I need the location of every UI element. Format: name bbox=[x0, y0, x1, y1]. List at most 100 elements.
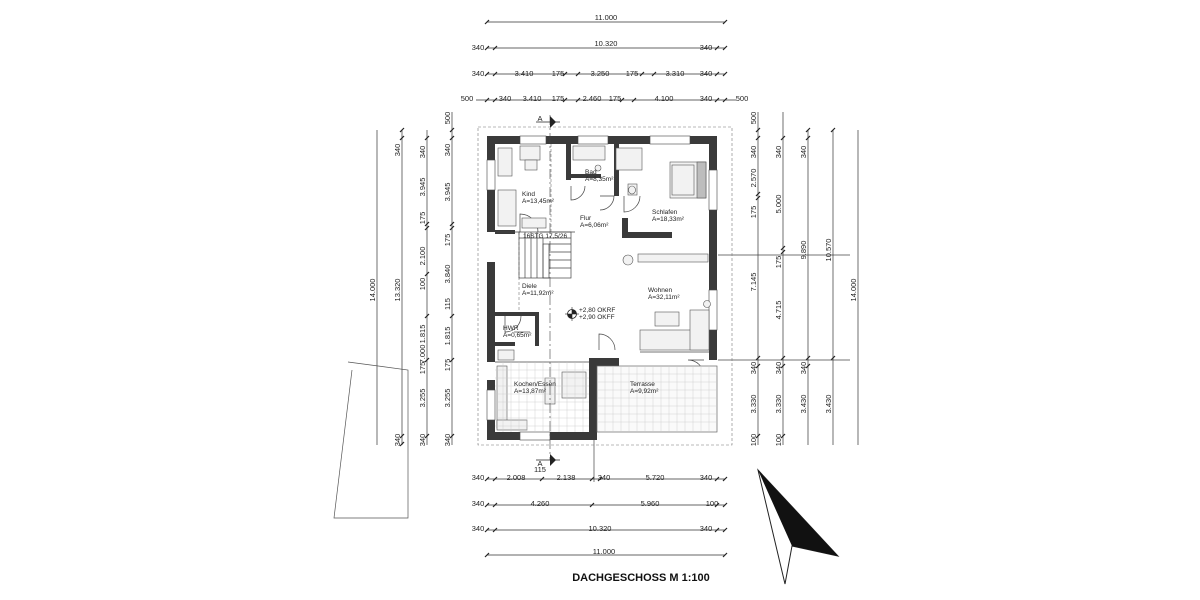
svg-text:2.570: 2.570 bbox=[749, 169, 758, 188]
svg-text:175: 175 bbox=[443, 234, 452, 247]
room-name-hwr: HWR bbox=[503, 325, 519, 332]
svg-text:5.960: 5.960 bbox=[641, 499, 660, 508]
svg-text:175: 175 bbox=[443, 359, 452, 372]
room-area-hwr: A=0,65m² bbox=[503, 332, 532, 339]
section-marker-bottom: A bbox=[537, 459, 542, 468]
dimension-chains-right: 500 340 2.570 175 7.145 340 3.330 100 34… bbox=[699, 112, 859, 447]
svg-text:340: 340 bbox=[799, 362, 808, 375]
room-area-kochen-essen: A=13,87m² bbox=[514, 388, 547, 395]
furniture bbox=[496, 145, 711, 431]
svg-text:1.815: 1.815 bbox=[418, 325, 427, 344]
svg-text:14.000: 14.000 bbox=[849, 279, 858, 302]
room-name-schlafen: Schlafen bbox=[652, 209, 678, 216]
svg-text:14.000: 14.000 bbox=[368, 279, 377, 302]
svg-text:175: 175 bbox=[749, 206, 758, 219]
room-name-diele: Diele bbox=[522, 283, 537, 290]
svg-text:3.945: 3.945 bbox=[443, 183, 452, 202]
svg-text:3.430: 3.430 bbox=[799, 395, 808, 414]
site-outline bbox=[333, 361, 409, 519]
svg-text:340: 340 bbox=[472, 43, 485, 52]
svg-text:10.320: 10.320 bbox=[589, 524, 612, 533]
svg-text:340: 340 bbox=[700, 69, 713, 78]
dim-top-11000: 11.000 bbox=[595, 13, 617, 22]
roof-overhang-outline bbox=[477, 126, 733, 446]
svg-text:5.720: 5.720 bbox=[646, 473, 665, 482]
svg-text:340: 340 bbox=[393, 144, 402, 157]
svg-text:3.840: 3.840 bbox=[443, 265, 452, 284]
svg-text:340: 340 bbox=[774, 146, 783, 159]
room-area-terrasse: A=9,92m² bbox=[630, 388, 659, 395]
svg-text:340: 340 bbox=[700, 94, 713, 103]
room-area-bad: A=8,35m² bbox=[585, 176, 614, 183]
svg-text:175: 175 bbox=[626, 69, 639, 78]
windows bbox=[486, 135, 718, 441]
svg-text:3.410: 3.410 bbox=[515, 69, 534, 78]
svg-text:115: 115 bbox=[443, 298, 452, 310]
room-area-kind: A=13,45m² bbox=[522, 198, 555, 205]
svg-text:1.815: 1.815 bbox=[443, 327, 452, 346]
svg-text:340: 340 bbox=[499, 94, 512, 103]
staircase: 16STG 17,5/26 bbox=[518, 231, 572, 279]
svg-text:2.460: 2.460 bbox=[583, 94, 602, 103]
svg-text:3.255: 3.255 bbox=[418, 389, 427, 408]
svg-text:4.715: 4.715 bbox=[774, 301, 783, 320]
svg-text:3.945: 3.945 bbox=[418, 178, 427, 197]
svg-text:4.260: 4.260 bbox=[531, 499, 550, 508]
svg-text:500: 500 bbox=[736, 94, 749, 103]
kitchen-tiles bbox=[495, 362, 589, 432]
svg-text:175: 175 bbox=[418, 212, 427, 225]
doors bbox=[504, 185, 705, 377]
room-area-wohnen: A=32,11m² bbox=[648, 294, 680, 301]
svg-text:175: 175 bbox=[552, 94, 565, 103]
dimension-chains-left: 14.000 340 13.320 340 340 3.945 175 2.10… bbox=[368, 112, 455, 447]
svg-text:340: 340 bbox=[472, 69, 485, 78]
section-line-a: A A bbox=[536, 114, 560, 468]
svg-text:340: 340 bbox=[749, 146, 758, 159]
north-arrow-icon bbox=[757, 468, 840, 585]
room-area-diele: A=11,92m² bbox=[522, 290, 554, 297]
svg-text:100: 100 bbox=[706, 499, 719, 508]
svg-text:2.138: 2.138 bbox=[557, 473, 576, 482]
svg-text:340: 340 bbox=[472, 473, 485, 482]
dimension-chains-bottom: 340 2.008 2.138 340 5.720 340 115 340 4.… bbox=[472, 365, 728, 558]
svg-text:175: 175 bbox=[418, 362, 427, 375]
svg-text:340: 340 bbox=[472, 499, 485, 508]
level-okrf: +2,80 OKRF bbox=[579, 307, 615, 314]
svg-text:340: 340 bbox=[418, 434, 427, 447]
svg-text:7.145: 7.145 bbox=[749, 273, 758, 292]
svg-text:5.000: 5.000 bbox=[774, 195, 783, 214]
svg-text:100: 100 bbox=[749, 434, 758, 447]
room-labels: Kind A=13,45m² Bad A=8,35m² Flur A=6,06m… bbox=[503, 169, 685, 395]
svg-text:340: 340 bbox=[799, 146, 808, 159]
svg-text:340: 340 bbox=[700, 43, 713, 52]
svg-text:340: 340 bbox=[700, 524, 713, 533]
room-area-schlafen: A=18,33m² bbox=[652, 216, 685, 223]
svg-text:340: 340 bbox=[700, 473, 713, 482]
svg-text:175: 175 bbox=[552, 69, 565, 78]
svg-text:340: 340 bbox=[443, 434, 452, 447]
svg-text:3.430: 3.430 bbox=[824, 395, 833, 414]
svg-text:9.890: 9.890 bbox=[799, 241, 808, 260]
svg-text:500: 500 bbox=[749, 112, 758, 125]
svg-text:115: 115 bbox=[534, 465, 546, 474]
svg-text:11.000: 11.000 bbox=[593, 547, 615, 556]
svg-text:3.330: 3.330 bbox=[774, 395, 783, 414]
stair-label: 16STG 17,5/26 bbox=[523, 233, 567, 240]
dimension-chains-top: 11.000 340 10.320 340 340 3.410 175 3.25… bbox=[461, 13, 749, 103]
svg-text:340: 340 bbox=[443, 144, 452, 157]
svg-text:7.000: 7.000 bbox=[418, 345, 427, 364]
svg-text:340: 340 bbox=[749, 362, 758, 375]
svg-text:2.008: 2.008 bbox=[507, 473, 526, 482]
svg-text:340: 340 bbox=[472, 524, 485, 533]
svg-text:100: 100 bbox=[774, 434, 783, 447]
svg-text:3.410: 3.410 bbox=[523, 94, 542, 103]
svg-text:3.310: 3.310 bbox=[666, 69, 685, 78]
section-marker-top: A bbox=[537, 114, 542, 123]
svg-text:100: 100 bbox=[418, 278, 427, 291]
drawing-title: DACHGESCHOSS M 1:100 bbox=[572, 572, 710, 584]
svg-text:2.100: 2.100 bbox=[418, 247, 427, 266]
room-name-bad: Bad bbox=[585, 169, 597, 176]
svg-text:4.100: 4.100 bbox=[655, 94, 674, 103]
svg-text:340: 340 bbox=[393, 434, 402, 447]
